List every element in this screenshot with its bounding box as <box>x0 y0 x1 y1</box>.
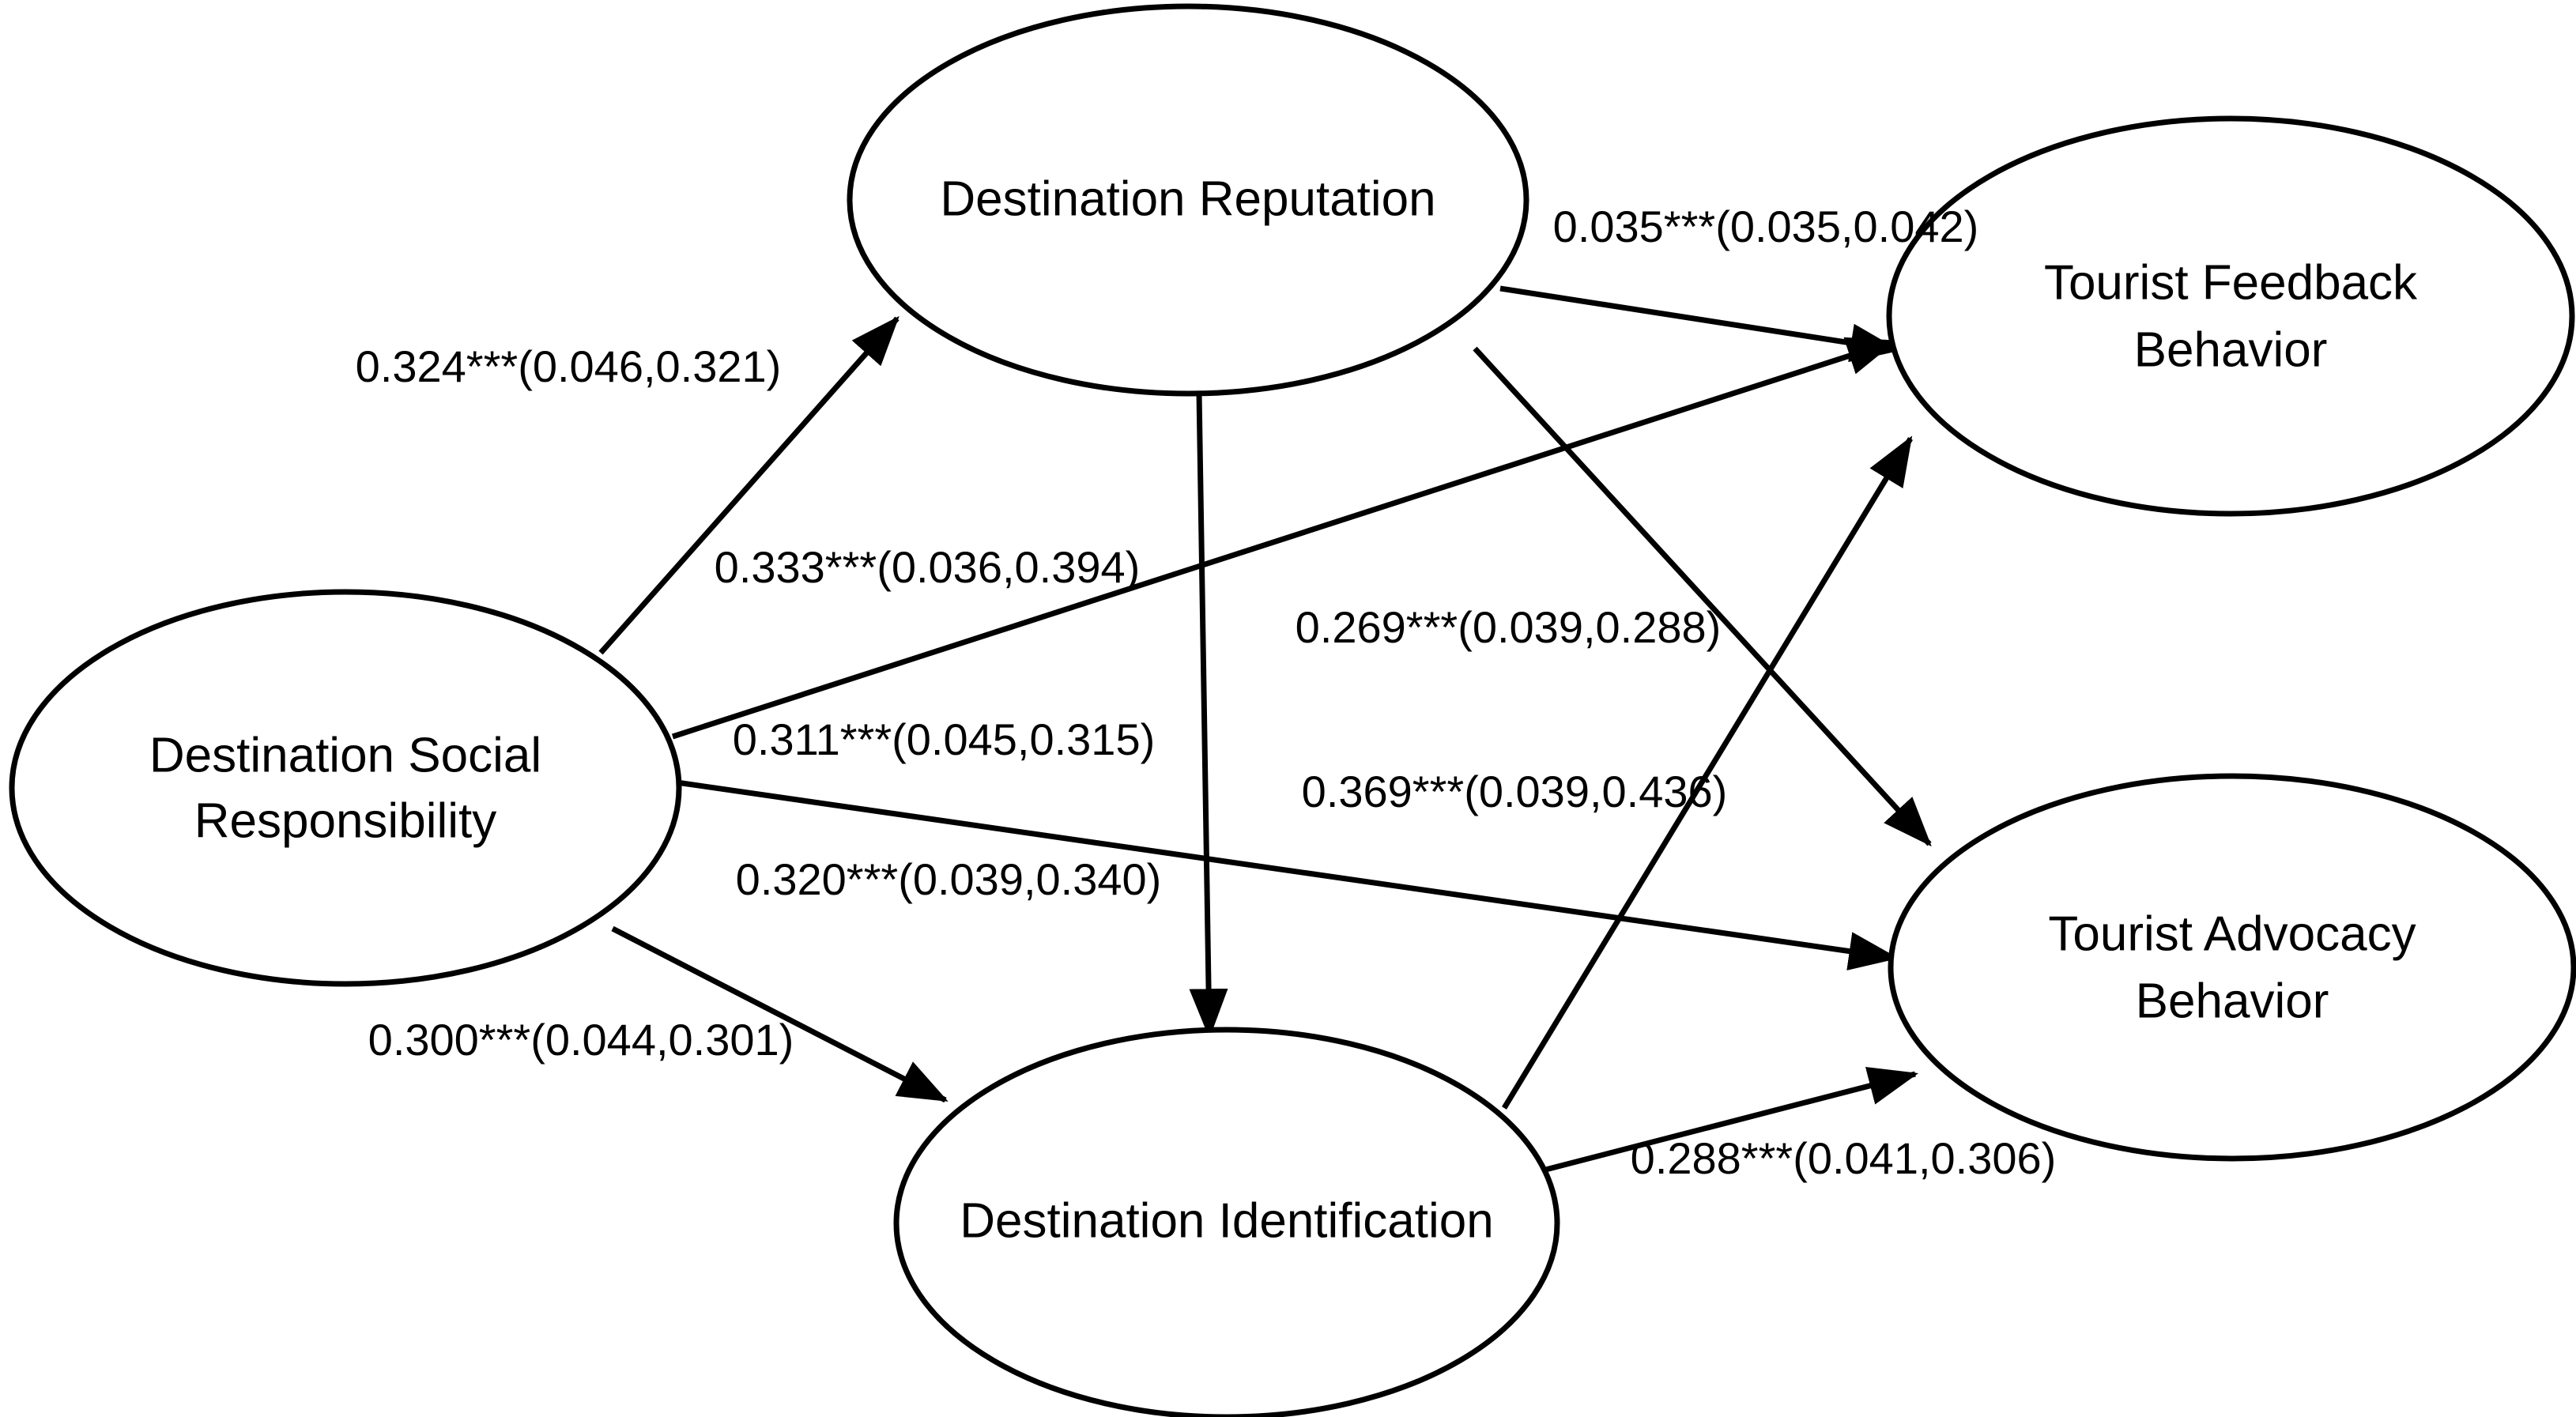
edge-dsr-to-tab <box>676 779 1899 970</box>
node-tourist-feedback-behavior[interactable]: Tourist Feedback Behavior <box>1886 115 2575 517</box>
edge-label-dsr-to-dr: 0.324***(0.046,0.321) <box>356 341 782 391</box>
edge-dsr-to-di <box>611 925 949 1103</box>
node-label-tfb-line2: Behavior <box>2134 322 2328 377</box>
node-ellipse-tfb <box>1886 115 2575 517</box>
node-label-tab-line1: Tourist Advocacy <box>2048 906 2416 961</box>
node-label-tfb-line1: Tourist Feedback <box>2044 255 2418 310</box>
edge-dr-to-di <box>1189 392 1228 1039</box>
node-tourist-advocacy-behavior[interactable]: Tourist Advocacy Behavior <box>1888 773 2576 1162</box>
node-label-dr-line1: Destination Reputation <box>940 171 1435 226</box>
node-layer: Destination Social Responsibility Destin… <box>9 3 2576 1417</box>
node-label-dsr-line2: Responsibility <box>194 793 497 848</box>
node-label-di-line1: Destination Identification <box>960 1193 1494 1248</box>
edge-label-dr-to-tab: 0.269***(0.039,0.288) <box>1296 602 1722 652</box>
node-ellipse-dr <box>847 3 1529 397</box>
node-destination-identification[interactable]: Destination Identification <box>893 1027 1560 1417</box>
edge-label-di-to-tab: 0.288***(0.041,0.306) <box>1631 1133 2057 1183</box>
edge-label-dr-to-tfb: 0.035***(0.035,0.042) <box>1553 202 1979 251</box>
edge-label-dsr-to-tfb: 0.333***(0.036,0.394) <box>715 542 1141 592</box>
node-ellipse-tab <box>1888 773 2576 1162</box>
node-label-tab-line2: Behavior <box>2136 974 2329 1028</box>
edge-dsr-to-tfb <box>671 337 1897 740</box>
edge-di-to-tab <box>1533 1067 1919 1176</box>
node-destination-reputation[interactable]: Destination Reputation <box>847 3 1529 397</box>
edge-dr-to-tfb <box>1499 285 1901 363</box>
edge-label-dsr-to-tab: 0.311***(0.045,0.315) <box>733 714 1156 764</box>
edge-layer <box>598 285 1932 1176</box>
edge-di-to-tfb <box>1502 435 1913 1110</box>
edge-dsr-to-dr <box>598 315 900 655</box>
edge-label-di-to-tfb: 0.369***(0.039,0.436) <box>1302 767 1728 816</box>
node-destination-social-responsibility[interactable]: Destination Social Responsibility <box>9 589 682 987</box>
node-label-dsr-line1: Destination Social <box>149 728 541 782</box>
edge-label-layer: 0.324***(0.046,0.321) 0.333***(0.036,0.3… <box>356 202 2057 1183</box>
node-ellipse-di <box>893 1027 1560 1417</box>
edge-dr-to-tab <box>1473 346 1932 847</box>
edge-label-dsr-to-tab-2: 0.320***(0.039,0.340) <box>736 854 1162 904</box>
node-ellipse-dsr <box>9 589 682 987</box>
edge-label-dsr-to-di: 0.300***(0.044,0.301) <box>368 1015 794 1065</box>
